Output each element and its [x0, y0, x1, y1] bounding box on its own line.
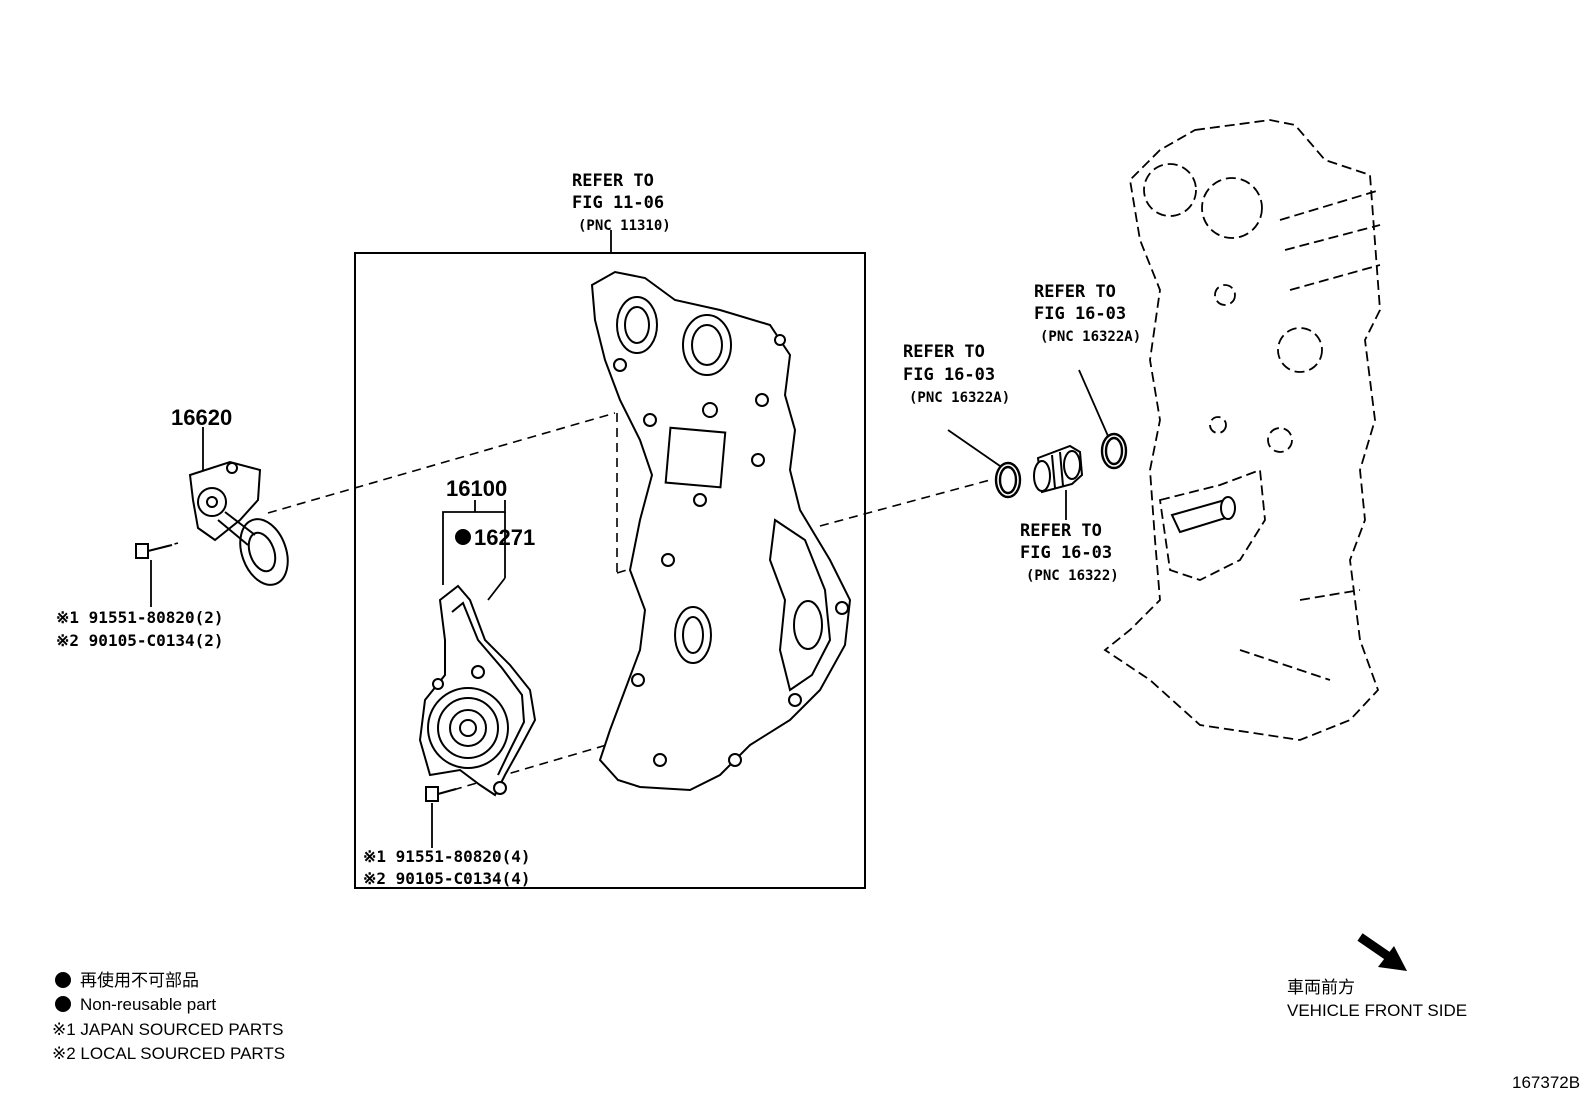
o-ring-rear-ref-line2: FIG 16-03: [1034, 304, 1126, 324]
o-ring-rear-leader: [1078, 369, 1109, 437]
tensioner-part-number[interactable]: 16620: [171, 405, 232, 430]
legend-non-reusable-jp: 再使用不可部品: [80, 970, 199, 990]
legend-non-reusable-en: Non-reusable part: [80, 995, 216, 1014]
direction-arrow-icon: [1357, 933, 1407, 971]
cover-ref-line3: (PNC 11310): [578, 218, 671, 234]
outlet-ref-line1: REFER TO: [1020, 521, 1102, 541]
group-frame: [354, 252, 866, 889]
legend-local-sourced: ※2 LOCAL SOURCED PARTS: [52, 1044, 285, 1063]
pump-bolt-local[interactable]: ※2 90105-C0134(4): [363, 869, 531, 888]
legend-japan-sourced: ※1 JAPAN SOURCED PARTS: [52, 1020, 284, 1039]
tensioner-bolt-local[interactable]: ※2 90105-C0134(2): [56, 631, 224, 650]
water-pump-part-number[interactable]: 16100: [446, 476, 507, 501]
engine-block-drawing: [1103, 119, 1381, 741]
outlet-ref-line2: FIG 16-03: [1020, 543, 1112, 563]
direction-label-jp: 車両前方: [1287, 978, 1355, 997]
water-outlet-drawing[interactable]: [1033, 444, 1084, 494]
o-ring-front-ref-line2: FIG 16-03: [903, 365, 995, 385]
tensioner-bolt-japan[interactable]: ※1 91551-80820(2): [56, 608, 224, 627]
o-ring-front-ref-line3: (PNC 16322A): [909, 390, 1010, 406]
o-ring-rear-ref-line3: (PNC 16322A): [1040, 329, 1141, 345]
non-reusable-bullet-icon-1: [55, 972, 71, 988]
water-pump-bracket: [442, 500, 506, 585]
figure-id: 167372B: [1512, 1073, 1580, 1092]
timing-cover-drawing[interactable]: [590, 270, 852, 792]
pump-bolt-japan[interactable]: ※1 91551-80820(4): [363, 847, 531, 866]
direction-label-en: VEHICLE FRONT SIDE: [1287, 1001, 1467, 1020]
o-ring-front-leader: [947, 429, 1001, 467]
gasket-part-number[interactable]: 16271: [474, 525, 535, 550]
o-ring-rear[interactable]: [1100, 432, 1128, 470]
tensioner-bolt-drawing: [135, 543, 173, 559]
cover-ref-line2: FIG 11-06: [572, 193, 664, 213]
outlet-ref-line3: (PNC 16322): [1026, 568, 1119, 584]
o-ring-front-ref-line1: REFER TO: [903, 342, 985, 362]
o-ring-front[interactable]: [994, 461, 1022, 499]
tensioner-drawing[interactable]: [188, 460, 296, 591]
non-reusable-bullet-icon-2: [55, 996, 71, 1012]
engine-shaft: [1170, 496, 1236, 534]
o-ring-rear-ref-line1: REFER TO: [1034, 282, 1116, 302]
water-pump-drawing[interactable]: [418, 584, 537, 797]
gasket-leader-b: [487, 577, 506, 601]
cover-ref-line1: REFER TO: [572, 171, 654, 191]
pump-bolt-drawing: [425, 786, 457, 802]
gasket-non-reusable-icon: [455, 529, 471, 545]
